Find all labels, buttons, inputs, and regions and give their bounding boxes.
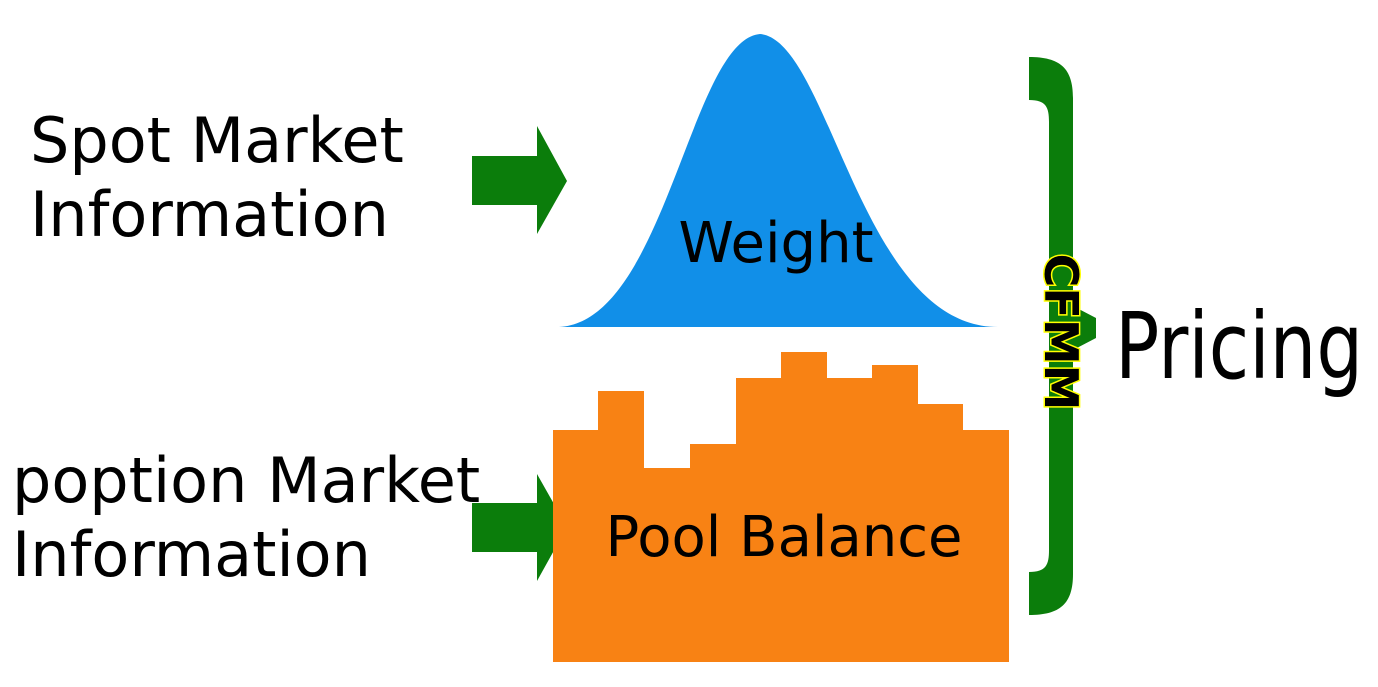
pool-balance-histogram: [553, 352, 1009, 662]
weight-bell-curve: [556, 34, 998, 327]
pool-balance-label: Pool Balance: [606, 505, 963, 570]
pricing-label: Pricing: [1115, 293, 1363, 400]
poption-market-label-line2: Information: [12, 518, 371, 591]
poption-market-label-line1: poption Market: [12, 444, 480, 517]
poption-input-arrow-icon: [472, 474, 567, 581]
cfmm-bracket: [1029, 57, 1096, 615]
weight-label: Weight: [678, 211, 873, 276]
cfmm-label: CFMM: [1034, 254, 1088, 411]
spot-input-arrow-icon: [472, 126, 567, 234]
spot-market-label-line2: Information: [30, 178, 389, 251]
spot-market-label-line1: Spot Market: [30, 104, 404, 177]
